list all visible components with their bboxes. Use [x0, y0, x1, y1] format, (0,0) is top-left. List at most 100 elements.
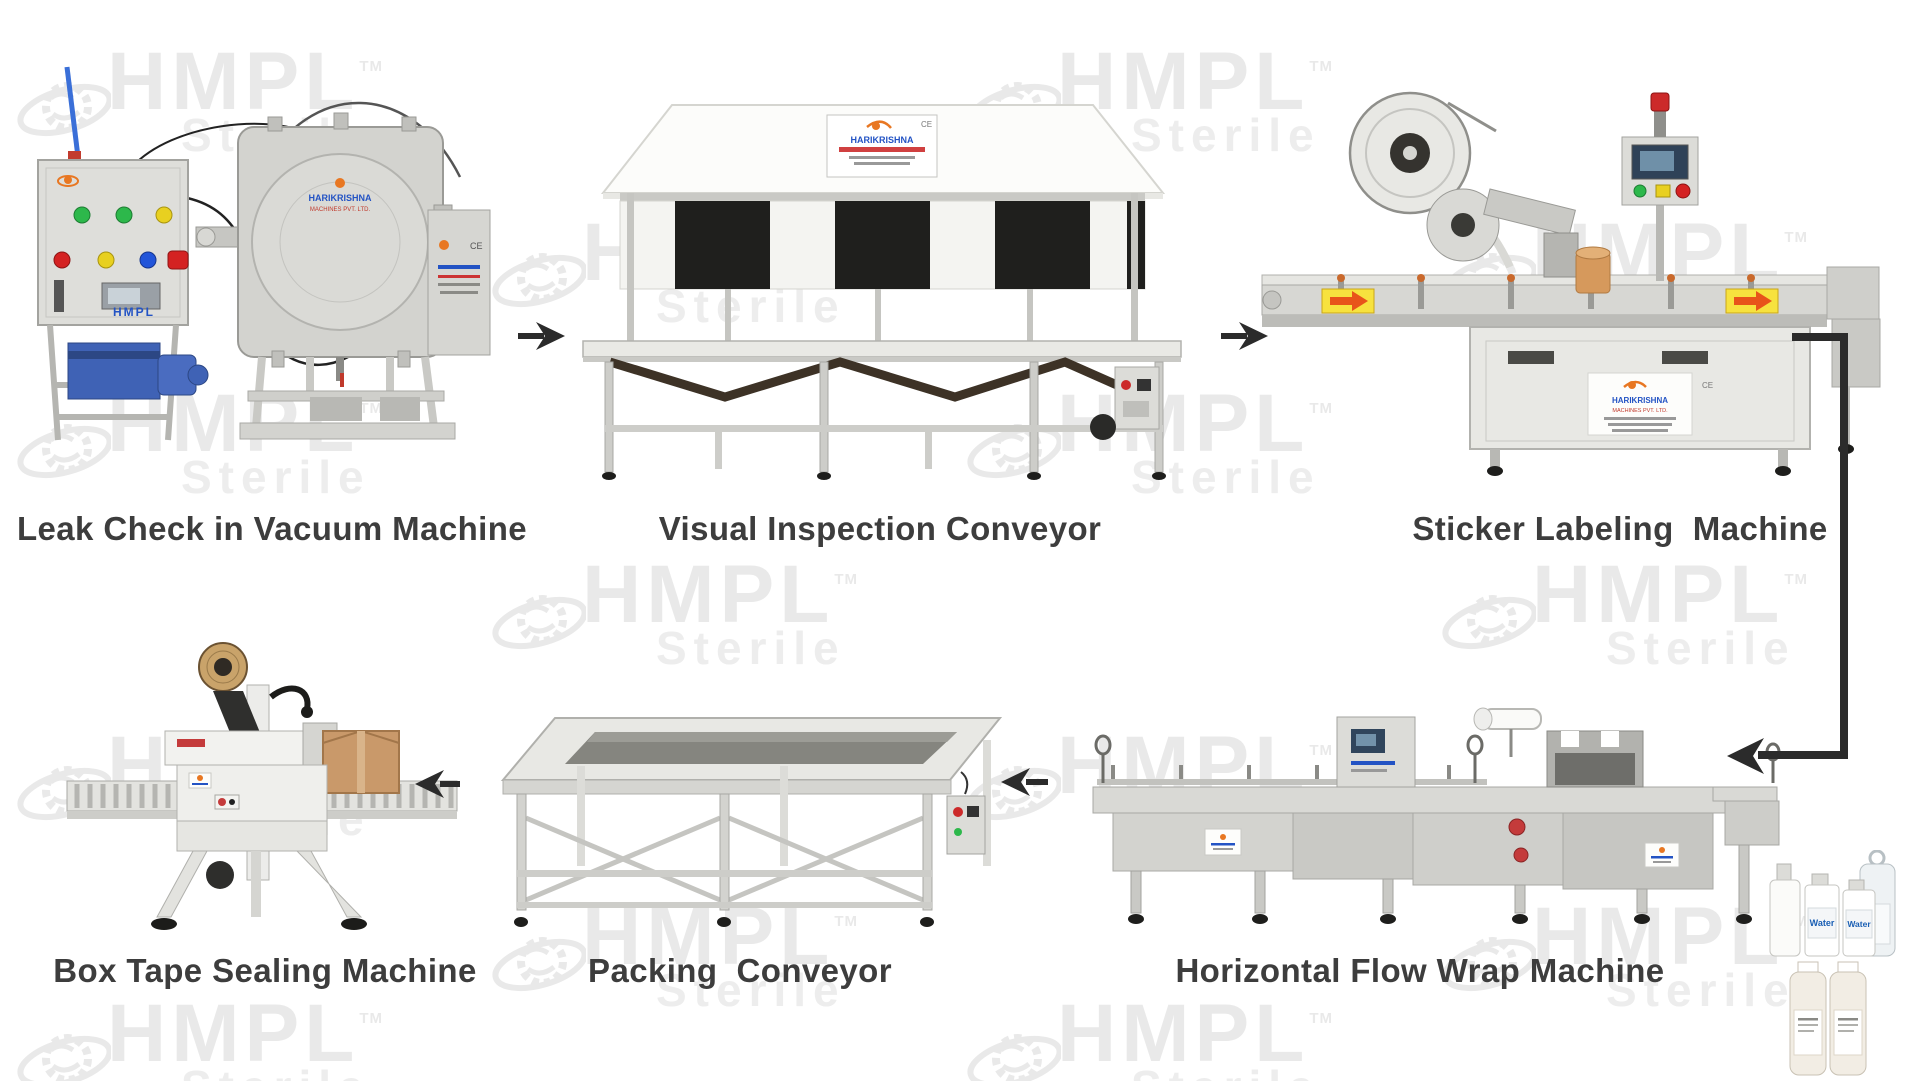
ce-mark: CE	[470, 241, 483, 251]
machine-illustration-sticker-labeling: HARIKRISHNA MACHINES PVT. LTD. CE	[1261, 91, 1881, 476]
maker-logo-icon	[1659, 847, 1665, 853]
clamp	[397, 350, 411, 368]
bottle-label-text: Water	[1810, 918, 1835, 928]
red-button	[1121, 380, 1131, 390]
vacuum-chamber: HARIKRISHNA MACHINES PVT. LTD.	[195, 112, 453, 387]
watermark-tm: TM	[834, 913, 858, 930]
hmi-control-post	[1621, 92, 1699, 281]
label-line	[438, 265, 480, 269]
drive-motor	[1090, 414, 1116, 440]
belt-wheel	[206, 861, 234, 889]
watermark-sub: Sterile	[181, 1064, 383, 1081]
machine-illustration-flow-wrap	[1092, 707, 1781, 924]
table-braces	[608, 357, 1137, 402]
watermark-globe-icon	[492, 253, 586, 308]
crank-knob	[301, 706, 313, 718]
direction-arrow-plate	[1321, 288, 1375, 314]
motor-stripe	[68, 351, 160, 359]
watermark-globe-icon	[492, 595, 586, 650]
switch-slot	[1137, 379, 1151, 391]
clamp	[401, 116, 417, 132]
ribbon-roll	[1575, 246, 1611, 294]
watermark-sub: Sterile	[1606, 622, 1796, 675]
head-notch	[1561, 731, 1579, 747]
watermark-brand: HMPL	[1532, 549, 1785, 640]
watermark-sub: Sterile	[656, 280, 846, 333]
maker-logo-icon	[1623, 380, 1647, 388]
cabinet-vent	[1508, 351, 1554, 364]
bottle-label	[1845, 909, 1873, 939]
cabinet-leg	[1778, 449, 1788, 467]
panel-slot	[54, 280, 64, 312]
machine-label-sticker-labeling: Sticker Labeling Machine	[1412, 510, 1828, 547]
watermark-brand: HMPL	[582, 891, 835, 982]
label-line	[1798, 1018, 1818, 1021]
chamber-frame	[239, 356, 456, 440]
label-line	[849, 156, 915, 159]
label-line	[1211, 843, 1235, 846]
ce-mark: CE	[1702, 381, 1713, 390]
wrapped-bottle	[1789, 961, 1827, 1076]
wrapped-bottle	[1829, 961, 1867, 1076]
label-line	[1838, 1030, 1854, 1032]
tape-stripe	[357, 731, 365, 793]
watermark-text: HMPLTM Sterile	[1057, 993, 1333, 1081]
signal-tower-light	[1650, 92, 1670, 112]
conveyor-control-box	[946, 771, 986, 855]
conveyor-table	[500, 717, 1003, 795]
drain-pipe	[336, 357, 344, 381]
head-notch	[1601, 731, 1619, 747]
maker-label	[1204, 828, 1242, 856]
watermark-sub: Sterile	[656, 964, 846, 1017]
bottle-label	[1793, 1009, 1823, 1056]
foot	[1487, 466, 1503, 476]
watermark-brand: HMPL	[1057, 988, 1310, 1079]
label-line	[1608, 423, 1672, 426]
frame-rail	[605, 425, 1163, 432]
watermark-tm: TM	[1309, 400, 1333, 417]
yellow-button	[155, 206, 173, 224]
watermark-brand: HMPL	[1532, 891, 1785, 982]
foot	[341, 918, 367, 930]
label-line	[1604, 417, 1676, 420]
maker-logo-icon	[64, 176, 72, 184]
panel-display-screen	[108, 288, 140, 304]
label-line	[438, 283, 480, 286]
foot	[1775, 466, 1791, 476]
watermark-tm: TM	[1309, 742, 1333, 759]
leveling-feet	[602, 472, 1166, 480]
labeling-conveyor	[1261, 266, 1881, 454]
machine-label-packing: Packing Conveyor	[588, 952, 892, 989]
red-button	[953, 807, 963, 817]
bottle-cap	[1811, 873, 1829, 887]
watermark-tm: TM	[1784, 229, 1808, 246]
maker-logo-icon	[1220, 834, 1226, 840]
watermark-text: HMPLTM Sterile	[1532, 896, 1808, 1017]
pump-flange	[187, 364, 209, 386]
frame-cutout	[310, 397, 362, 421]
watermark-sub: Sterile	[181, 451, 371, 504]
label-line	[1838, 1018, 1858, 1021]
yellow-button	[1655, 184, 1671, 198]
tower-post	[1654, 109, 1666, 137]
watermark: HMPLTM Sterile	[490, 554, 858, 671]
watermark-sub: Sterile	[1606, 964, 1796, 1017]
label-line	[1838, 1024, 1858, 1026]
cardboard-box	[322, 729, 400, 794]
label-applicator	[1426, 188, 1579, 278]
belt-highlight	[587, 732, 957, 742]
switch-slot	[967, 806, 979, 817]
foot	[1838, 444, 1854, 454]
switch-red	[218, 798, 226, 806]
guide-post	[1094, 734, 1484, 783]
direction-arrow-plate	[1725, 288, 1779, 314]
right-arrow-icon	[1330, 291, 1368, 311]
leveling-feet	[514, 917, 934, 927]
canopy-posts	[627, 193, 1138, 343]
ce-mark: CE	[921, 120, 932, 129]
head-rollers	[1555, 753, 1635, 785]
green-button	[954, 828, 962, 836]
end-roller	[1262, 290, 1282, 310]
label-line	[1351, 761, 1395, 765]
water-bottle: Water	[1842, 879, 1876, 957]
